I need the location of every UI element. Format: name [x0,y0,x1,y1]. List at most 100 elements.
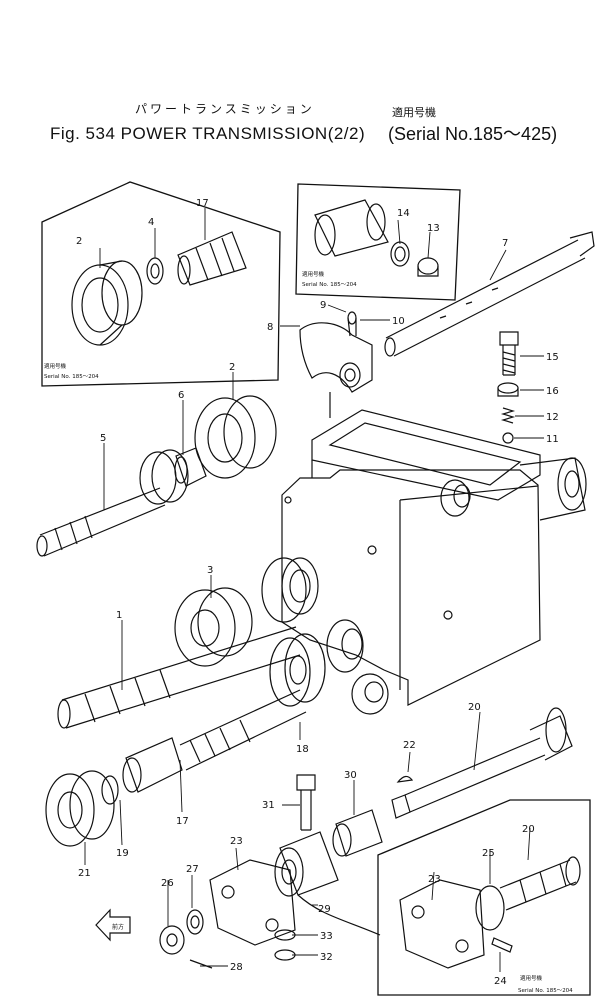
label-18: 18 [296,744,309,755]
label-2-inset: 2 [76,236,82,247]
gear-2 [194,395,277,479]
label-31: 31 [262,800,275,811]
label-7: 7 [502,238,508,249]
svg-text:前方: 前方 [112,923,124,931]
bolt-31 [296,774,316,831]
collar-30 [332,809,383,857]
label-27: 27 [186,864,199,875]
svg-text:適用号機: 適用号機 [520,974,543,982]
label-16: 16 [546,386,559,397]
label-12: 12 [546,412,559,423]
yoke-23 [209,859,296,946]
wire-lead [297,894,381,936]
label-14: 14 [397,208,410,219]
label-20: 20 [468,702,481,713]
svg-text:Serial No. 185～204: Serial No. 185～204 [518,988,573,994]
figure-title: Fig. 534 POWER TRANSMISSION(2/2) [50,124,366,143]
label-6: 6 [178,390,184,401]
shift-rod-7 [384,231,595,357]
label-30: 30 [344,770,357,781]
japanese-applicable-label: 適用号機 [392,106,436,119]
sleeve-19 [101,737,183,805]
gear-on-shaft-5 [139,449,189,505]
label-19: 19 [116,848,129,859]
yoke-23-inset [399,879,485,969]
svg-text:適用号機: 適用号機 [302,270,325,278]
inset-top-right: 適用号機 Serial No. 185～204 [295,183,461,301]
shaft-17-inset [177,231,247,286]
pin-9 [347,311,357,337]
inset-bottom-right: 適用号機 Serial No. 185～204 [377,799,591,996]
housing-port-upper [261,557,319,623]
label-25: 25 [482,848,495,859]
label-9: 9 [320,300,326,311]
housing-port-lower [351,673,389,715]
gear-2-inset [71,260,143,346]
washer-4-inset [146,257,164,285]
washer-27 [186,909,204,935]
cotter-pin-28 [189,959,213,969]
label-2: 2 [229,362,235,373]
label-28: 28 [230,962,243,973]
svg-text:Serial No. 185～204: Serial No. 185～204 [302,282,357,288]
label-11: 11 [546,434,559,445]
label-10: 10 [392,316,405,327]
label-23-inset: 23 [428,874,441,885]
leader-lines [84,208,544,972]
transmission-housing [261,409,587,715]
nut-26 [159,925,185,955]
label-8: 8 [267,322,273,333]
label-3: 3 [207,565,213,576]
shaft-5 [36,487,166,557]
coupling-29 [274,831,339,897]
gear-3 [174,587,253,667]
label-17: 17 [176,816,189,827]
japanese-title: パワートランスミッション [135,102,315,116]
serial-range: (Serial No.185～425) [388,124,558,144]
svg-text:適用号機: 適用号機 [44,362,67,370]
shaft-1 [57,626,301,729]
label-26: 26 [161,878,174,889]
shaft-17 [179,689,307,771]
pin-24-inset [491,937,513,953]
bolt-15 [499,331,519,376]
label-5: 5 [100,433,106,444]
label-15: 15 [546,352,559,363]
shift-fork-8 [299,322,373,418]
inset-bottom-right-note: 適用号機 Serial No. 185～204 [518,974,573,994]
label-22: 22 [403,740,416,751]
label-20-inset: 20 [522,824,535,835]
label-4: 4 [148,217,154,228]
housing-port-right [326,619,364,673]
gear-21 [45,770,115,847]
nut-16 [497,382,519,397]
housing-port-top [440,479,471,517]
seal-14-inset [390,241,410,267]
label-29: 29 [318,904,331,915]
label-21: 21 [78,868,91,879]
gear-18 [269,633,326,707]
part-labels: 17 2 4 14 13 7 9 10 8 15 16 12 11 2 6 5 … [76,198,559,987]
shaft-20-inset [499,856,581,911]
plug-13-inset [417,257,439,277]
label-24: 24 [494,976,507,987]
collar-25-inset [475,885,505,931]
label-23: 23 [230,836,243,847]
front-direction-arrow: 前方 [95,908,131,942]
ball-11 [502,432,514,444]
label-1: 1 [116,610,122,621]
cylinder-inset [314,199,389,257]
spring-12 [500,407,516,424]
key-22 [396,775,414,783]
label-32: 32 [320,952,333,963]
sleeve-6 [174,447,207,487]
shaft-20 [391,707,573,819]
housing-boss-right [519,457,587,521]
label-17-inset: 17 [196,198,209,209]
label-33: 33 [320,931,333,942]
inset-top-right-note: 適用号機 Serial No. 185～204 [302,270,357,288]
inset-top-left-note: 適用号機 Serial No. 185～204 [44,362,99,380]
svg-text:Serial No. 185～204: Serial No. 185～204 [44,374,99,380]
label-13: 13 [427,223,440,234]
